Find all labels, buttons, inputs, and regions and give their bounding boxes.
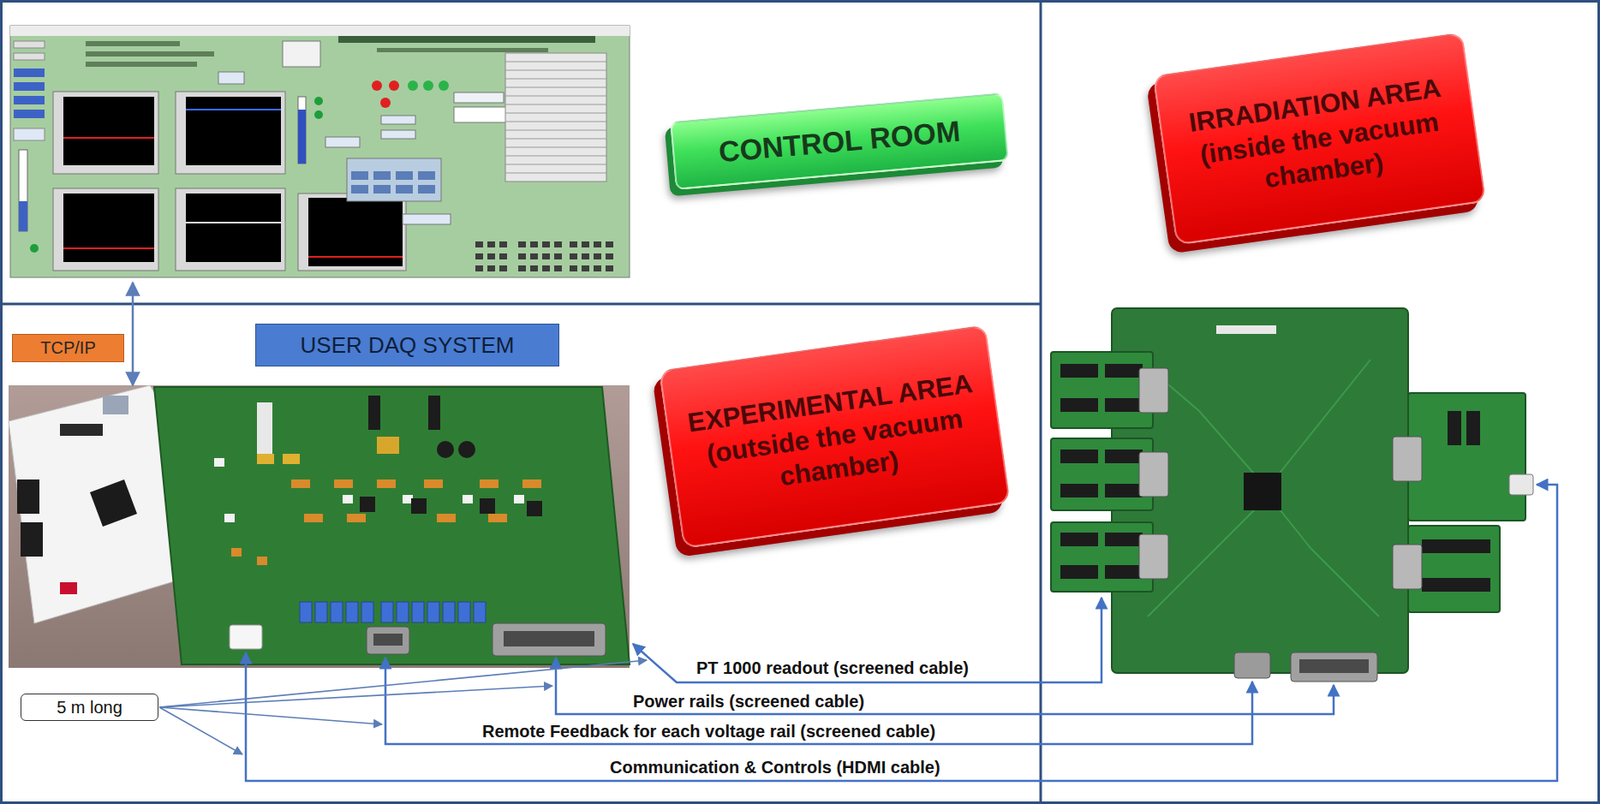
node-text: IRRADIATION AREA (inside the vacuum cham… xyxy=(1174,70,1464,208)
node-text: USER DAQ SYSTEM xyxy=(300,332,515,359)
node-text: CONTROL ROOM xyxy=(716,113,962,168)
node-text: 5 m long xyxy=(56,698,123,718)
cable-line xyxy=(245,484,1558,782)
cable-label: Remote Feedback for each voltage rail (s… xyxy=(479,721,938,742)
daq-gui-screenshot xyxy=(10,25,630,278)
irradiation-pcb-photo xyxy=(1050,308,1534,682)
link-arrow xyxy=(131,282,135,386)
length-callout: 5 m long xyxy=(20,693,159,722)
node-text: TCP/IP xyxy=(40,338,96,359)
label-text: Communication & Controls (HDMI cable) xyxy=(609,758,941,777)
label-text: PT 1000 readout (screened cable) xyxy=(696,658,969,678)
cable-label: Communication & Controls (HDMI cable) xyxy=(607,757,944,778)
label-text: Power rails (screened cable) xyxy=(632,692,865,711)
cable-label: Power rails (screened cable) xyxy=(630,691,867,712)
label-text: Remote Feedback for each voltage rail (s… xyxy=(482,722,936,741)
protocol-tag: TCP/IP xyxy=(11,334,125,363)
daq-board-render xyxy=(8,385,630,669)
area-badge: EXPERIMENTAL AREA (outside the vacuum ch… xyxy=(658,324,1010,550)
system-title: USER DAQ SYSTEM xyxy=(255,323,560,367)
area-badge: CONTROL ROOM xyxy=(669,92,1009,191)
node-text: EXPERIMENTAL AREA (outside the vacuum ch… xyxy=(681,366,989,507)
area-badge: IRRADIATION AREA (inside the vacuum cham… xyxy=(1152,32,1487,246)
cable-label: PT 1000 readout (screened cable) xyxy=(693,657,972,679)
